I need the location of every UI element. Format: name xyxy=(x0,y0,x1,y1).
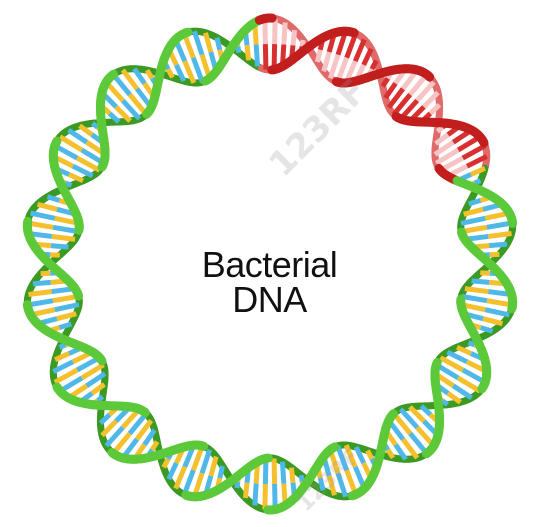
base-pair-half xyxy=(317,50,320,62)
base-pair-half xyxy=(291,468,293,483)
backbone-strand-segment xyxy=(482,387,483,389)
backbone-strand-segment xyxy=(186,495,188,496)
backbone-strand-segment xyxy=(428,76,430,77)
backbone-strand-segment xyxy=(57,387,58,389)
base-pair-half xyxy=(265,484,266,510)
base-pair-half xyxy=(98,397,103,401)
base-pair-half xyxy=(93,123,98,127)
base-pair-half xyxy=(202,450,210,474)
base-pair-half xyxy=(69,175,83,181)
base-pair-half xyxy=(52,236,75,239)
base-pair-half xyxy=(256,44,257,66)
base-pair-half xyxy=(481,328,493,332)
base-pair-half xyxy=(475,181,481,183)
base-pair-half xyxy=(169,463,177,479)
label-dna: DNA xyxy=(0,281,539,319)
base-pair-half xyxy=(217,38,220,50)
base-pair-half xyxy=(364,49,372,65)
base-pair-half xyxy=(176,467,185,489)
base-pair-half xyxy=(437,127,442,131)
base-pair-half xyxy=(220,466,223,478)
base-pair-half xyxy=(247,45,249,60)
backbone-strand-segment xyxy=(483,141,484,143)
base-pair-half xyxy=(293,30,295,45)
base-pair-half xyxy=(38,204,57,209)
backbone-strand-segment xyxy=(352,495,354,496)
base-pair-half xyxy=(47,197,59,201)
base-pair-half xyxy=(237,482,238,488)
base-pair-half xyxy=(324,52,329,71)
base-pair-half xyxy=(265,44,266,70)
base-pair-half xyxy=(274,458,275,484)
base-pair-half xyxy=(282,462,283,484)
base-pair-half xyxy=(483,319,502,324)
backbone-strand-segment xyxy=(112,74,114,75)
backbone-strand-segment xyxy=(112,452,114,453)
base-pair-half xyxy=(238,46,239,52)
base-pair-half xyxy=(59,324,71,328)
base-pair-half xyxy=(31,213,55,218)
backbone-strand-segment xyxy=(352,32,354,33)
backbone-strand-segment xyxy=(426,452,428,453)
base-pair-half xyxy=(59,345,65,347)
base-pair-half xyxy=(457,347,471,353)
base-pair-half xyxy=(245,483,247,498)
backbone-strand-segment xyxy=(186,32,188,33)
base-pair-half xyxy=(330,55,338,79)
base-pair-half xyxy=(355,40,364,62)
base-pair-half xyxy=(275,19,276,45)
base-pair-half xyxy=(442,401,447,405)
base-pair-half xyxy=(284,23,285,45)
base-pair-half xyxy=(255,484,256,506)
base-pair-half xyxy=(469,200,481,204)
base-pair-half xyxy=(302,40,303,46)
base-pair-half xyxy=(211,457,216,476)
backbone-strand-segment xyxy=(56,141,57,143)
base-pair-half xyxy=(301,475,302,481)
base-pair-half xyxy=(488,233,511,236)
